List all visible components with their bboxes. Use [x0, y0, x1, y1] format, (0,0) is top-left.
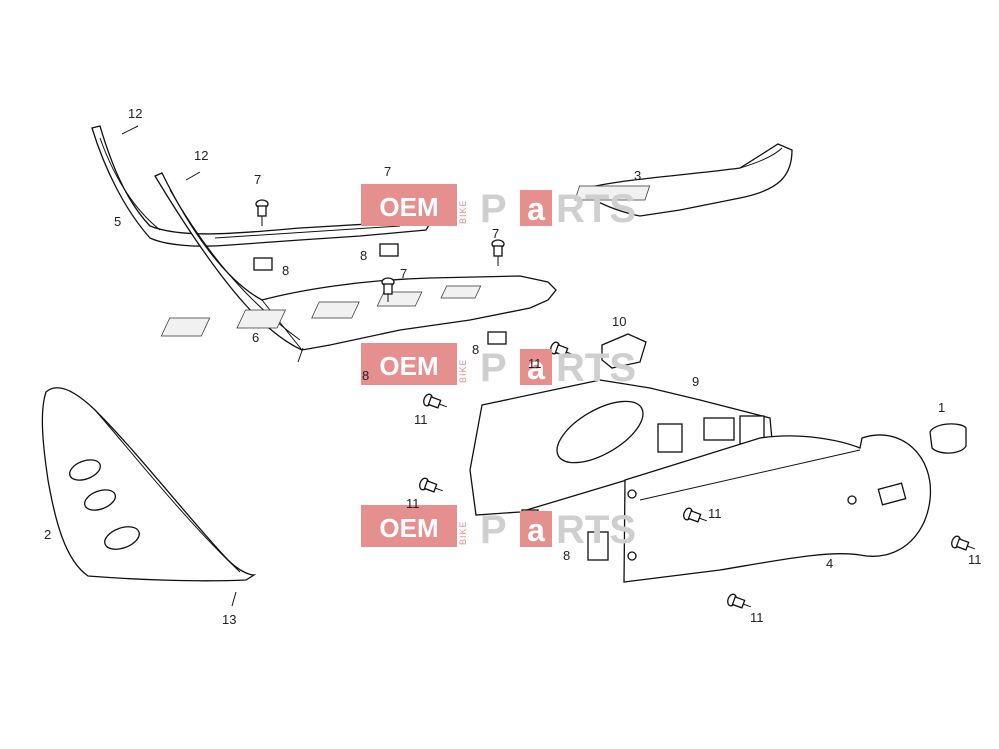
callout-5: 5: [114, 214, 121, 229]
watermark-bike: BIKE: [458, 358, 468, 383]
watermark-parts-a: a: [527, 350, 545, 386]
body-hole: [627, 551, 637, 561]
callout-8: 8: [282, 263, 289, 278]
callout-7: 7: [492, 226, 499, 241]
screw-icon: [423, 393, 447, 409]
callout-12: 12: [128, 106, 142, 121]
watermark-parts-p: P: [480, 508, 507, 552]
callout-10: 10: [612, 314, 626, 329]
watermark-top: OEM BIKE P a RTS: [361, 184, 636, 231]
callout-2: 2: [44, 527, 51, 542]
callout-6: 6: [252, 330, 259, 345]
callout-11: 11: [406, 496, 420, 511]
panel-bracket: [703, 417, 735, 441]
callout-8: 8: [563, 548, 570, 563]
callout-7: 7: [384, 164, 391, 179]
clip-icon: [587, 531, 609, 561]
floor-pad: [236, 309, 287, 329]
watermark-oem: OEM: [379, 192, 438, 222]
watermark-parts-rest: RTS: [556, 346, 636, 390]
watermark-bottom: OEM BIKE P a RTS: [361, 505, 636, 552]
body-slot: [877, 482, 907, 506]
panel-opening: [556, 400, 644, 464]
part-3-cover: [574, 143, 793, 217]
watermark-bike: BIKE: [458, 199, 468, 224]
floor-pad: [160, 317, 211, 337]
callout-8: 8: [472, 342, 479, 357]
screw-icon: [121, 125, 139, 135]
panel-bracket: [657, 423, 683, 453]
body-hole: [627, 489, 637, 499]
watermark-parts-p: P: [480, 346, 507, 390]
cover-grille: [574, 185, 651, 201]
callout-11: 11: [414, 412, 428, 427]
watermark-parts-rest: RTS: [556, 508, 636, 552]
callout-11: 11: [968, 552, 982, 567]
screw-icon: [255, 199, 269, 226]
watermark-parts-rest: RTS: [556, 187, 636, 231]
body-hole: [847, 495, 857, 505]
screw-icon: [381, 277, 395, 302]
watermark-parts-a: a: [527, 512, 545, 548]
screw-icon: [550, 341, 576, 357]
clip-icon: [379, 243, 399, 257]
callout-13: 13: [222, 612, 236, 627]
watermark-oem: OEM: [379, 351, 438, 381]
watermark-parts-a: a: [527, 191, 545, 227]
screw-icon: [683, 507, 707, 523]
screw-icon: [185, 171, 201, 181]
floor-pad: [311, 301, 360, 319]
callout-8: 8: [360, 248, 367, 263]
watermark-oem: OEM: [379, 513, 438, 543]
screw-icon: [727, 593, 751, 609]
watermark-bike: BIKE: [458, 520, 468, 545]
callout-9: 9: [692, 374, 699, 389]
screw-icon: [491, 239, 505, 266]
screw-icon: [231, 591, 237, 607]
watermark-parts-p: P: [480, 187, 507, 231]
screw-icon: [419, 477, 443, 493]
part-2-fairing: [41, 387, 257, 582]
clip-icon: [253, 257, 273, 271]
callout-12: 12: [194, 148, 208, 163]
floor-pad: [440, 285, 482, 299]
screw-icon: [951, 535, 975, 551]
part-6-floor-board: [154, 172, 557, 363]
clip-icon: [487, 331, 507, 345]
fairing-slot: [84, 489, 116, 511]
callout-11: 11: [750, 610, 764, 625]
part-1-end-cap: [929, 423, 967, 454]
callout-7: 7: [400, 266, 407, 281]
callout-11: 11: [528, 356, 542, 371]
callout-labels: 12 12 5 7 7 7 7 8 8 8 8 8 3 6 10 11 11 1…: [44, 106, 982, 627]
callout-4: 4: [826, 556, 833, 571]
fairing-slot: [69, 459, 101, 481]
callout-1: 1: [938, 400, 945, 415]
fairing-slot: [104, 526, 140, 550]
callout-8: 8: [362, 368, 369, 383]
callout-11: 11: [708, 506, 722, 521]
callout-3: 3: [634, 168, 641, 183]
part-10-small-cover: [601, 333, 647, 369]
part-9-inner-panel: [469, 379, 773, 516]
part-4-body-panel: [623, 434, 932, 583]
watermark-middle: OEM BIKE P a RTS: [361, 343, 636, 390]
callout-7: 7: [254, 172, 261, 187]
